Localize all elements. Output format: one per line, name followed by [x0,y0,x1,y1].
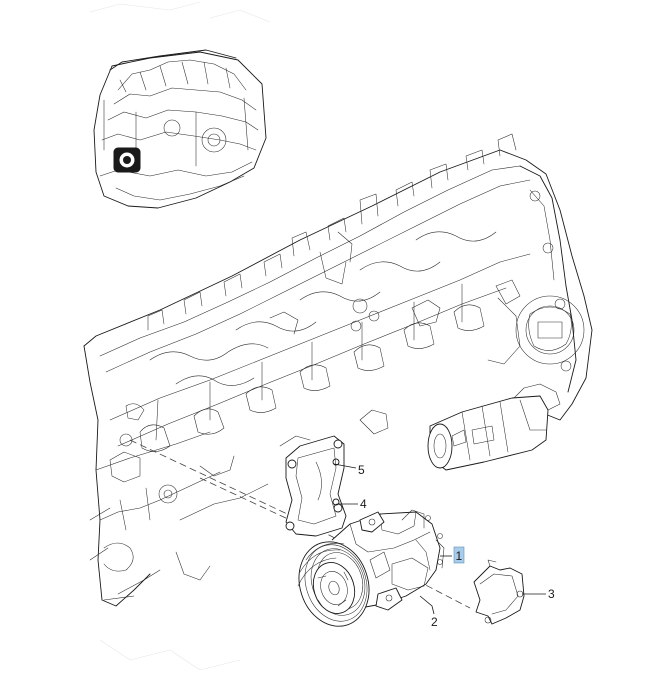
callout-5[interactable]: 5 [333,463,365,477]
engine-block-drawing [83,133,593,607]
bracket-bolts[interactable] [332,458,340,506]
callout-label-1: 1 [456,549,463,563]
callout-1[interactable]: 1 [440,546,465,564]
callout-label-4: 4 [360,497,367,511]
faint-background-traces [89,1,271,671]
compressor-bracket[interactable] [285,435,347,537]
callout-label-5: 5 [358,463,365,477]
engine-locator-thumbnail[interactable] [93,49,267,209]
callout-3[interactable]: 3 [522,587,555,601]
ac-compressor[interactable] [288,509,445,635]
callout-label-3: 3 [548,587,555,601]
callout-1-highlight [453,546,465,564]
callout-4[interactable]: 4 [338,497,367,511]
starter-motor [427,383,561,471]
callout-label-2: 2 [431,615,438,629]
compressor-heat-shield[interactable] [473,559,525,625]
callout-2[interactable]: 2 [419,595,438,629]
